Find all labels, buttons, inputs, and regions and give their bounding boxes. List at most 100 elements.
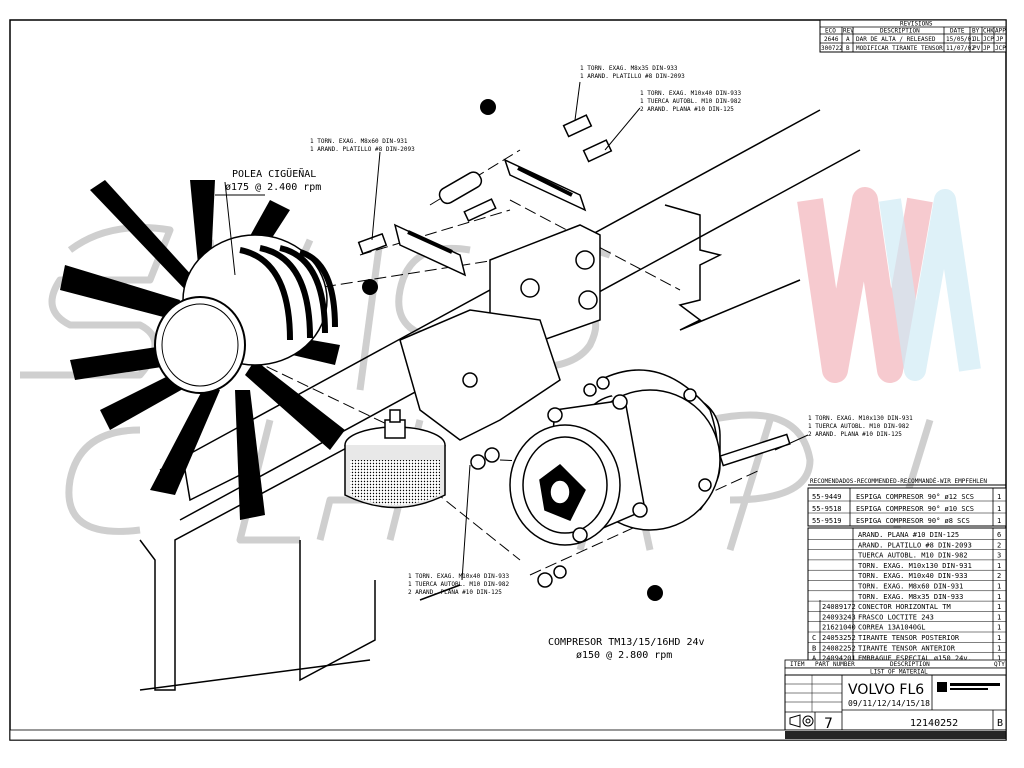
company-logo [937, 682, 1000, 692]
svg-text:2 ARAND. PLANA #10 DIN-125: 2 ARAND. PLANA #10 DIN-125 [408, 589, 502, 596]
svg-text:1 TUERCA AUTOBL. M10 DIN-982: 1 TUERCA AUTOBL. M10 DIN-982 [808, 423, 910, 430]
callout-left-bolt: 1 TORN. EXAG. M8x60 DIN-931 1 ARAND. PLA… [310, 138, 415, 153]
svg-text:JCP: JCP [995, 45, 1006, 52]
svg-text:1: 1 [997, 517, 1001, 525]
balloon-c [647, 585, 663, 601]
svg-text:ARAND. PLATILLO #8 DIN-2093: ARAND. PLATILLO #8 DIN-2093 [858, 541, 972, 549]
svg-text:MODIFICAR TIRANTE TENSOR: MODIFICAR TIRANTE TENSOR [856, 45, 943, 52]
svg-text:ø150 @ 2.800 rpm: ø150 @ 2.800 rpm [576, 650, 672, 661]
mounting-bracket [399, 224, 601, 441]
vehicle-title: VOLVO FL6 [848, 682, 924, 698]
svg-text:C: C [812, 634, 816, 642]
svg-text:PV: PV [973, 45, 981, 52]
svg-text:TIRANTE TENSOR ANTERIOR: TIRANTE TENSOR ANTERIOR [858, 644, 956, 652]
pulley-label: POLEA CIGÜEÑAL ø175 @ 2.400 rpm [225, 167, 321, 193]
svg-text:CORREA 13A1040GL: CORREA 13A1040GL [858, 624, 925, 632]
svg-text:300722: 300722 [821, 45, 843, 52]
svg-text:21621040: 21621040 [822, 624, 856, 632]
svg-text:55-9519: 55-9519 [812, 517, 842, 525]
svg-text:JCP: JCP [983, 36, 994, 43]
svg-text:11/07/02: 11/07/02 [946, 45, 975, 52]
svg-text:1: 1 [997, 593, 1001, 601]
svg-text:2: 2 [997, 541, 1001, 549]
svg-text:ARAND. PLANA #10 DIN-125: ARAND. PLANA #10 DIN-125 [858, 531, 959, 539]
svg-text:TORN. EXAG. M10x40 DIN-933: TORN. EXAG. M10x40 DIN-933 [858, 572, 968, 580]
svg-text:ESPIGA COMPRESOR 90° ø12 SCS: ESPIGA COMPRESOR 90° ø12 SCS [856, 493, 974, 501]
svg-text:REV: REV [843, 28, 854, 35]
svg-text:CONECTOR HORIZONTAL TM: CONECTOR HORIZONTAL TM [858, 603, 951, 611]
svg-text:ESPIGA COMPRESOR 90° ø8 SCS: ESPIGA COMPRESOR 90° ø8 SCS [856, 517, 970, 525]
svg-text:BY: BY [972, 28, 980, 35]
svg-text:2646: 2646 [824, 36, 839, 43]
recommended-table: RECOMENDADOS-RECOMMENDED-RECOMMANDÉ-WIR … [807, 477, 1007, 527]
callout-top-bolt: 1 TORN. EXAG. M8x35 DIN-933 1 ARAND. PLA… [580, 65, 685, 80]
revisions-title: REVISIONS [900, 21, 933, 28]
compressor-label: COMPRESOR TM13/15/16HD 24v ø150 @ 2.800 … [548, 637, 705, 661]
leader-lines [215, 81, 809, 581]
svg-text:1: 1 [997, 613, 1001, 621]
svg-text:B: B [812, 644, 816, 652]
recommended-title: RECOMENDADOS-RECOMMENDED-RECOMMANDÉ-WIR … [810, 477, 987, 485]
svg-text:1 TORN. EXAG. M10x130 DIN-931: 1 TORN. EXAG. M10x130 DIN-931 [808, 415, 913, 422]
svg-text:PART NUMBER: PART NUMBER [815, 661, 855, 668]
bom-row: ARAND. PLATILLO #8 DIN-2093 2 [858, 541, 1001, 549]
sheet-number: 7 [824, 716, 833, 732]
svg-text:ø175 @ 2.400 rpm: ø175 @ 2.400 rpm [225, 182, 321, 193]
svg-text:ITEM: ITEM [790, 661, 805, 668]
svg-text:1: 1 [997, 624, 1001, 632]
svg-text:1 ARAND. PLATILLO #8 DIN-2093: 1 ARAND. PLATILLO #8 DIN-2093 [580, 73, 685, 80]
svg-text:2 ARAND. PLANA #10 DIN-125: 2 ARAND. PLANA #10 DIN-125 [640, 106, 734, 113]
svg-text:APP: APP [995, 28, 1006, 35]
drawing-number: 12140252 [910, 718, 958, 729]
svg-text:A: A [846, 36, 850, 43]
svg-text:1: 1 [997, 655, 1001, 663]
svg-text:ECO: ECO [825, 28, 836, 35]
revision-letter: B [997, 718, 1003, 729]
bom-row: TORN. EXAG. M10x40 DIN-933 2 [858, 572, 1001, 580]
bom-row: ARAND. PLANA #10 DIN-125 6 [858, 531, 1001, 539]
svg-text:COMPRESOR TM13/15/16HD 24v: COMPRESOR TM13/15/16HD 24v [548, 637, 705, 648]
svg-text:1 TORN. EXAG. M10x40 DIN-933: 1 TORN. EXAG. M10x40 DIN-933 [408, 573, 510, 580]
list-title: LIST OF MATERIAL [870, 669, 928, 676]
svg-text:1: 1 [997, 505, 1001, 513]
svg-text:TORN. EXAG. M8x35 DIN-933: TORN. EXAG. M8x35 DIN-933 [858, 593, 963, 601]
svg-text:DAR DE ALTA / RELEASED: DAR DE ALTA / RELEASED [856, 36, 936, 43]
svg-text:CHK: CHK [983, 28, 994, 35]
svg-text:2: 2 [997, 572, 1001, 580]
svg-text:B: B [846, 45, 850, 52]
svg-text:1 TORN. EXAG. M8x35 DIN-933: 1 TORN. EXAG. M8x35 DIN-933 [580, 65, 678, 72]
dryer-filter [344, 409, 446, 509]
svg-text:1: 1 [997, 603, 1001, 611]
svg-text:JP: JP [983, 45, 991, 52]
svg-text:1: 1 [997, 644, 1001, 652]
svg-text:EMBRAGUE ESPECIAL ø150 24v.: EMBRAGUE ESPECIAL ø150 24v. [858, 655, 972, 663]
svg-text:DATE: DATE [950, 28, 965, 35]
watermark-stripes [797, 187, 981, 383]
svg-text:3: 3 [997, 552, 1001, 560]
model-list: 09/11/12/14/15/18 [848, 699, 930, 708]
svg-text:1 ARAND. PLATILLO #8 DIN-2093: 1 ARAND. PLATILLO #8 DIN-2093 [310, 146, 415, 153]
svg-text:TORN. EXAG. M8x60 DIN-931: TORN. EXAG. M8x60 DIN-931 [858, 583, 963, 591]
svg-text:24082252: 24082252 [822, 644, 856, 652]
item-balloons [362, 99, 663, 601]
svg-text:1: 1 [997, 493, 1001, 501]
svg-text:1 TORN. EXAG. M8x60 DIN-931: 1 TORN. EXAG. M8x60 DIN-931 [310, 138, 408, 145]
title-block: VOLVO FL6 09/11/12/14/15/18 7 12140252 B [9, 674, 1007, 741]
svg-text:24093243: 24093243 [822, 613, 856, 621]
callout-long-bolt: 1 TORN. EXAG. M10x130 DIN-931 1 TUERCA A… [808, 415, 913, 438]
svg-text:1 TORN. EXAG. M10x40 DIN-933: 1 TORN. EXAG. M10x40 DIN-933 [640, 90, 742, 97]
svg-text:6: 6 [997, 531, 1001, 539]
svg-text:24089172: 24089172 [822, 603, 856, 611]
svg-text:1: 1 [997, 562, 1001, 570]
fan-assembly [60, 180, 345, 520]
